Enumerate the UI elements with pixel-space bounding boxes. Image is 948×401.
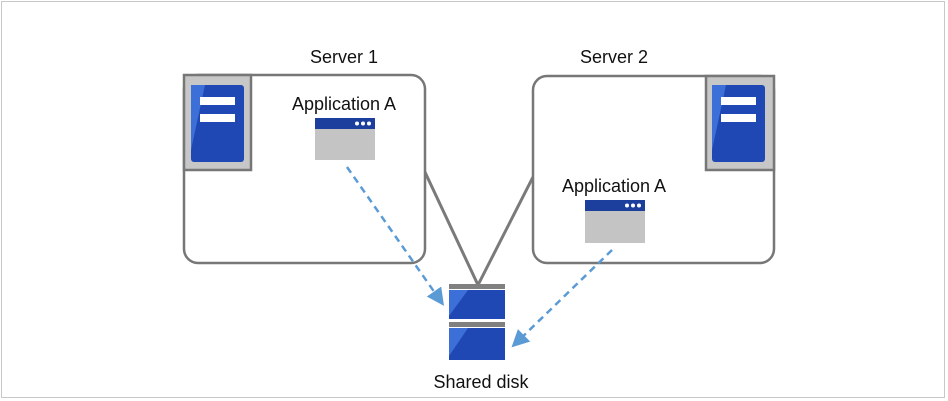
server2-disk-connector xyxy=(476,176,535,286)
dashed-arrow xyxy=(511,249,613,348)
application-window-icon xyxy=(585,200,645,243)
server1-disk-connector xyxy=(422,169,480,286)
server1-app-label: Application A xyxy=(292,94,396,114)
server2-app-label: Application A xyxy=(562,176,666,196)
server1-title: Server 1 xyxy=(310,47,378,67)
dashed-arrow xyxy=(345,166,445,306)
server2-title: Server 2 xyxy=(580,47,648,67)
shared-disk-icon xyxy=(449,284,505,360)
server-icon xyxy=(704,74,776,172)
shared-disk-label: Shared disk xyxy=(433,372,529,392)
server2-node: Server 2 Application A xyxy=(531,47,776,265)
server-icon xyxy=(182,73,253,172)
application-window-icon xyxy=(315,118,375,160)
server1-node: Server 1 Application A xyxy=(182,47,427,265)
